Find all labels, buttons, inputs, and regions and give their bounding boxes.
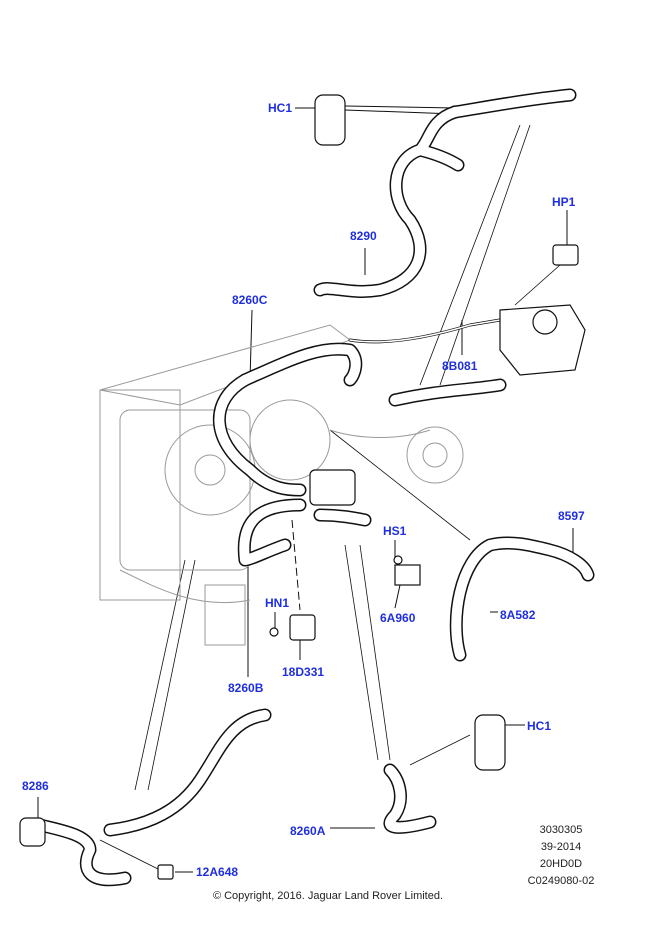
- clamp-hc1-bottom: [474, 714, 506, 771]
- sensor-12a648: [157, 864, 174, 880]
- ref-code-3: 20HD0D: [539, 858, 583, 870]
- bracket-6a960: [394, 564, 421, 586]
- callout-8260a[interactable]: 8260A: [290, 824, 326, 838]
- callout-8597[interactable]: 8597: [558, 509, 585, 523]
- hoses: [33, 88, 595, 887]
- clip-hp1: [552, 244, 579, 266]
- callout-12a648[interactable]: 12A648: [196, 865, 239, 879]
- ref-code-4: C0249080-02: [527, 875, 595, 887]
- callout-8b081[interactable]: 8B081: [442, 359, 478, 373]
- callout-8260b[interactable]: 8260B: [228, 681, 264, 695]
- callout-8260c[interactable]: 8260C: [232, 293, 268, 307]
- bracket-18d331: [289, 614, 316, 641]
- callout-18d331[interactable]: 18D331: [282, 665, 325, 679]
- screw-hs1: [393, 555, 403, 565]
- callout-8286[interactable]: 8286: [22, 779, 49, 793]
- ref-code-1: 3030305: [539, 824, 583, 836]
- callout-8290[interactable]: 8290: [350, 229, 377, 243]
- callout-hp1[interactable]: HP1: [552, 195, 576, 209]
- callout-6a960[interactable]: 6A960: [380, 611, 416, 625]
- radiator-assembly: [99, 324, 464, 646]
- expansion-tank: [499, 304, 586, 376]
- leader-hc1-hose: [344, 105, 456, 109]
- callout-hc1-top[interactable]: HC1: [268, 101, 293, 115]
- callout-8a582[interactable]: 8A582: [500, 608, 536, 622]
- copyright-notice: © Copyright, 2016. Jaguar Land Rover Lim…: [212, 890, 444, 902]
- nut-hn1: [269, 627, 279, 637]
- callout-hc1-bottom[interactable]: HC1: [527, 719, 552, 733]
- ref-code-2: 39-2014: [540, 841, 582, 853]
- callout-hs1[interactable]: HS1: [383, 524, 407, 538]
- clamp-hc1-top: [314, 94, 346, 146]
- thermostat-housing: [309, 469, 356, 506]
- connector-8286: [19, 817, 46, 847]
- callout-hn1[interactable]: HN1: [265, 596, 290, 610]
